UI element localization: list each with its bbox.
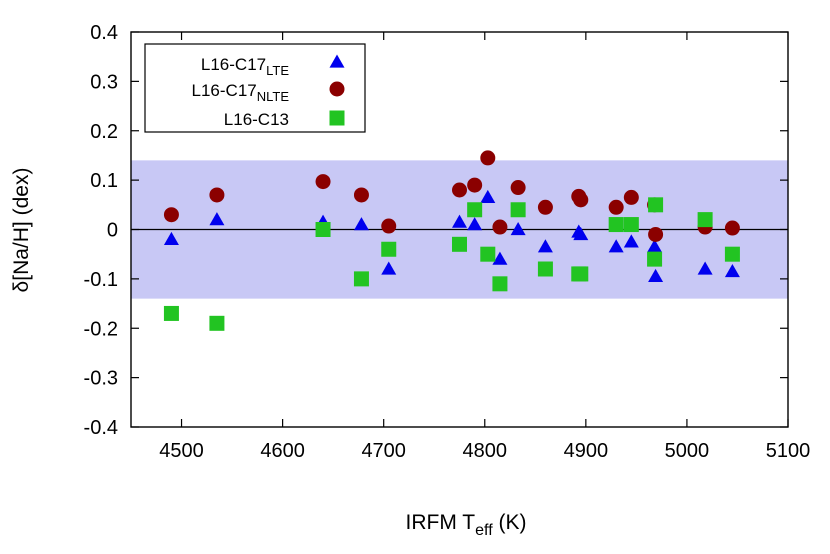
data-point-square [697, 212, 713, 228]
data-point-triangle [697, 261, 713, 275]
series-circle [163, 150, 740, 242]
data-point-circle [492, 219, 508, 235]
legend-label-lte-main: L16-C17 [201, 55, 266, 74]
data-point-circle [573, 192, 589, 208]
data-point-triangle [163, 231, 179, 245]
legend-label-nlte: L16-C17NLTE [192, 81, 290, 104]
y-axis-label: δ[Na/H] (dex) [10, 168, 33, 293]
data-point-circle [480, 150, 496, 166]
legend-label-c13-main: L16-C13 [224, 110, 289, 129]
data-point-triangle [623, 234, 639, 248]
y-tick-label: -0.4 [84, 417, 118, 439]
y-tick-label: 0.1 [90, 170, 118, 192]
data-point-triangle [480, 189, 496, 204]
data-point-square [510, 202, 526, 218]
legend-label-lte: L16-C17LTE [201, 55, 289, 78]
x-axis-title-main: IRFM T [406, 511, 476, 534]
data-point-circle [648, 226, 664, 242]
x-axis-title-sub: eff [475, 522, 493, 539]
data-point-square [724, 246, 740, 262]
x-tick-label: 4700 [361, 440, 406, 462]
data-point-triangle [452, 214, 467, 228]
data-point-square [452, 236, 467, 252]
x-tick-label: 4800 [463, 440, 508, 462]
axis-ticks: 4500 4600 4700 4800 4900 5000 5100 0.4 0.3 0.2 0.1… [84, 22, 811, 462]
data-point-square [209, 315, 225, 331]
y-tick-label: -0.1 [84, 269, 118, 291]
data-point-circle [163, 207, 179, 223]
data-point-square [492, 276, 508, 292]
plot-area: 4500 4600 4700 4800 4900 5000 5100 0.4 0.3 0.2 0.1… [84, 22, 811, 462]
data-point-circle [724, 220, 740, 236]
legend-marker-square [329, 110, 345, 126]
legend: L16-C17LTE L16-C17NLTE L16-C13 [144, 43, 366, 133]
legend-label-c13: L16-C13 [224, 110, 289, 129]
data-point-square [573, 266, 589, 282]
y-tick-label: -0.2 [84, 318, 118, 340]
data-point-square [647, 251, 663, 267]
y-tick-label: 0.3 [90, 71, 118, 93]
x-axis-title-suffix: (K) [493, 511, 527, 534]
data-point-triangle [381, 261, 397, 275]
data-point-triangle [467, 217, 483, 231]
legend-label-nlte-main: L16-C17 [192, 81, 257, 100]
x-tick-label: 4900 [564, 440, 609, 462]
data-point-triangle [608, 239, 624, 253]
x-tick-label: 4600 [260, 440, 305, 462]
y-tick-label: 0.2 [90, 121, 118, 143]
data-point-triangle [573, 226, 589, 241]
data-point-triangle [724, 263, 740, 278]
data-point-circle [381, 218, 397, 234]
data-point-circle [537, 199, 553, 215]
data-point-circle [623, 189, 639, 205]
data-point-circle [353, 187, 369, 203]
data-point-triangle [492, 251, 508, 265]
legend-marker-triangle [329, 54, 345, 68]
legend-marker-circle [329, 81, 345, 97]
data-point-square [648, 197, 664, 213]
data-point-triangle [510, 222, 526, 236]
data-point-circle [467, 177, 483, 193]
data-point-circle [315, 174, 331, 190]
data-point-square [315, 222, 331, 237]
legend-label-lte-sub: LTE [266, 63, 289, 78]
data-point-square [537, 261, 553, 277]
data-point-square [608, 217, 624, 233]
data-point-square [623, 217, 639, 233]
series-triangle [163, 189, 740, 283]
legend-label-nlte-sub: NLTE [257, 89, 290, 104]
x-axis-title: IRFM Teff (K) [406, 511, 527, 539]
data-point-triangle [353, 217, 369, 231]
data-point-square [353, 271, 369, 287]
data-point-square [163, 305, 179, 321]
data-point-triangle [648, 268, 664, 283]
data-point-square [480, 246, 496, 262]
series-square [163, 197, 740, 331]
x-tick-label: 4500 [159, 440, 204, 462]
data-point-triangle [647, 239, 663, 253]
y-tick-label: 0 [107, 220, 118, 242]
data-points [163, 150, 740, 331]
data-point-triangle [537, 239, 553, 253]
data-point-triangle [209, 212, 225, 226]
data-point-square [381, 241, 397, 257]
x-axis-label: IRFM Teff (K) [406, 511, 527, 539]
data-point-circle [608, 199, 624, 215]
x-tick-label: 5000 [665, 440, 710, 462]
y-tick-label: -0.3 [84, 368, 118, 390]
data-point-circle [209, 187, 225, 203]
data-point-square [467, 202, 483, 218]
legend-box [144, 43, 366, 133]
legend-markers [329, 54, 345, 126]
y-tick-label: 0.4 [90, 22, 118, 44]
x-tick-label: 5100 [766, 440, 811, 462]
data-point-circle [510, 180, 526, 196]
data-point-circle [452, 182, 467, 198]
y-axis-title: δ[Na/H] (dex) [10, 168, 33, 293]
